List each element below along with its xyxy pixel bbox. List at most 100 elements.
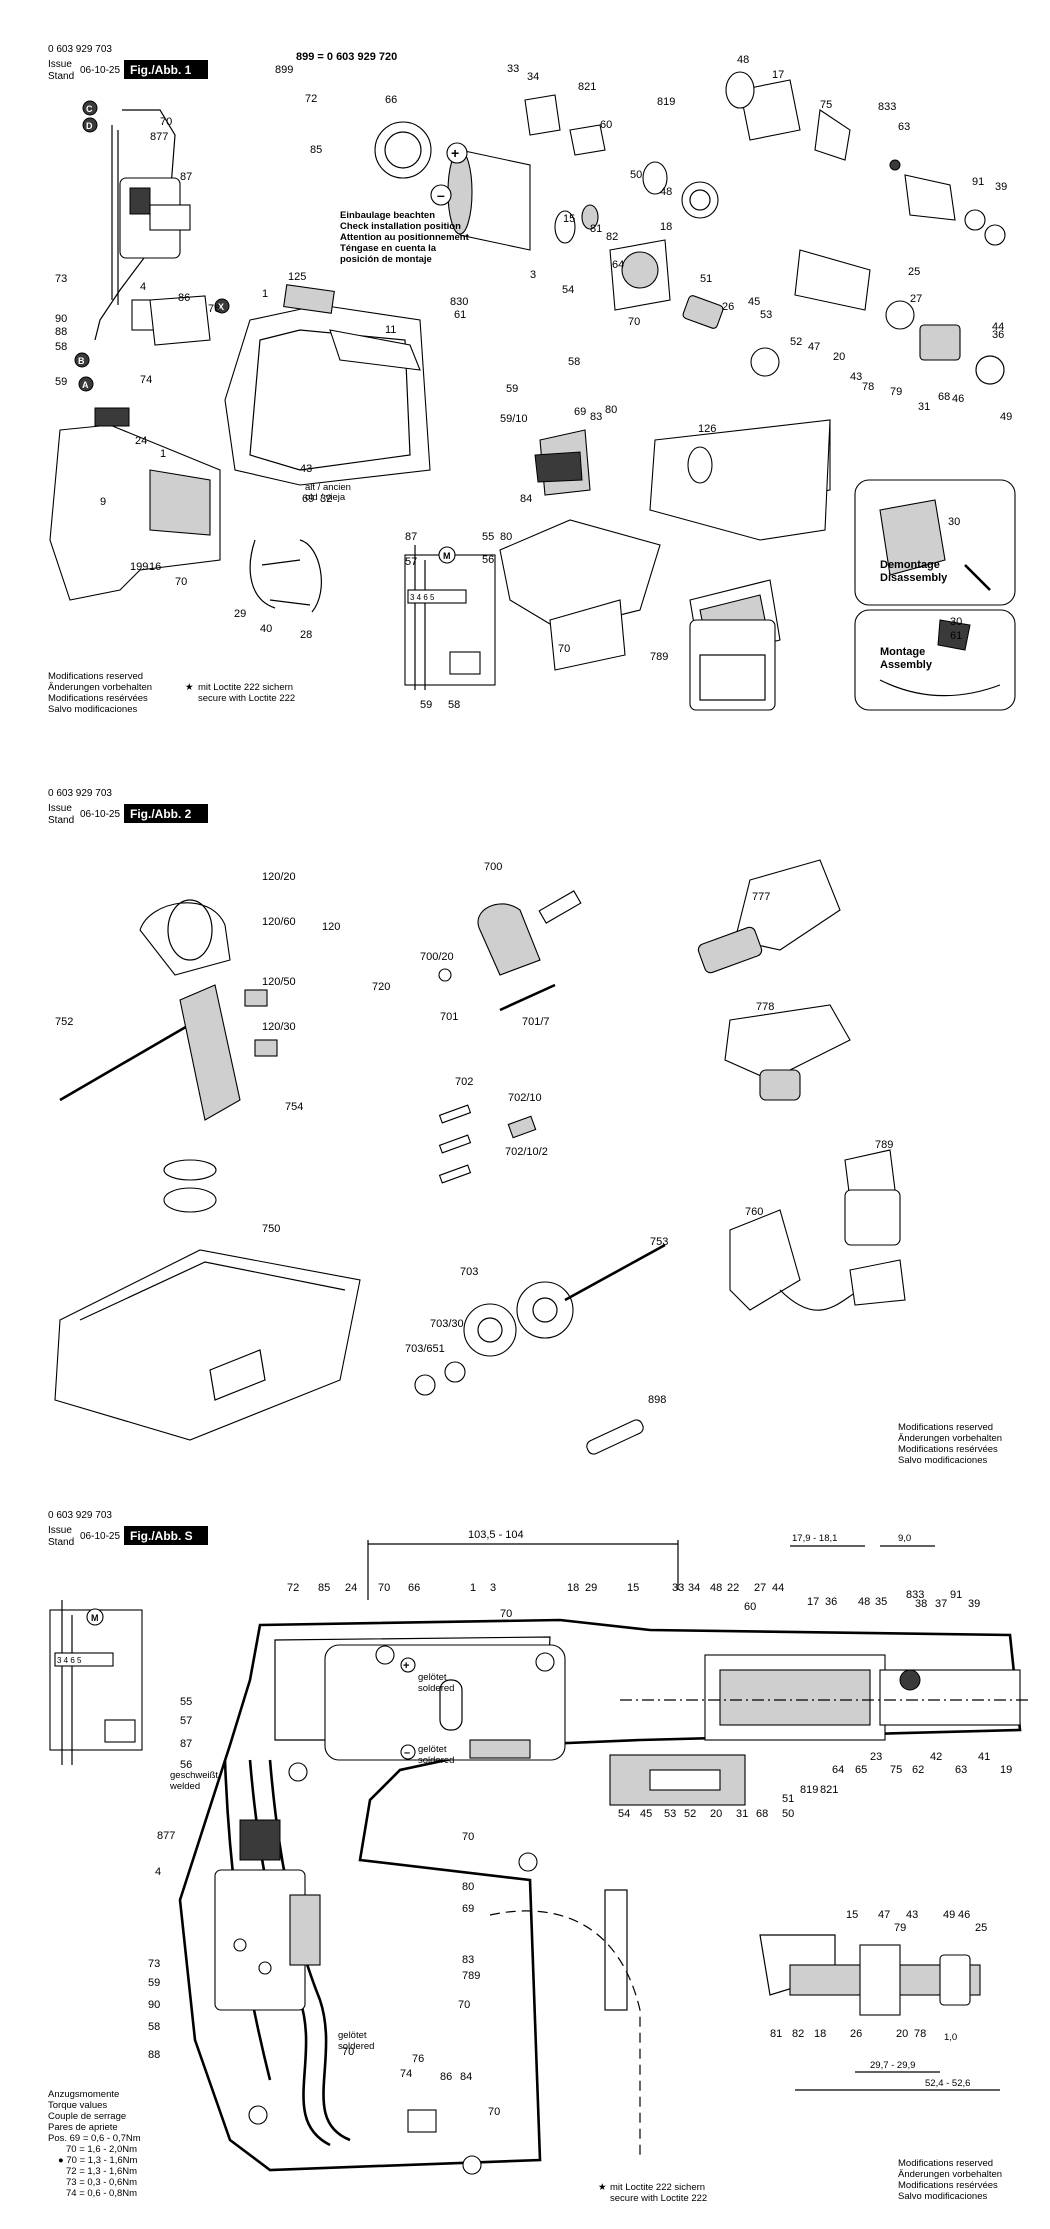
part-label: 58 <box>55 341 67 353</box>
part-label: 91 <box>950 1589 962 1601</box>
part-label: 66 <box>408 1582 420 1594</box>
dim-b: 9,0 <box>898 1533 911 1544</box>
figS-wiring-diagram: M 3 4 6 5 <box>49 1600 143 1765</box>
torque-title-de: Anzugsmomente <box>48 2089 119 2100</box>
part-label: 70 <box>378 1582 390 1594</box>
part-label: 58 <box>568 356 580 368</box>
figS-illustration: 103,5 - 104 17,9 - 18,1 9,0 gelötet sold… <box>48 1529 1030 2204</box>
carry-case <box>54 1249 361 1441</box>
clamp-ring <box>167 899 213 961</box>
motor-housing <box>324 1644 566 1761</box>
part-label: 20 <box>833 351 845 363</box>
battery-789 <box>844 1189 901 1246</box>
bit-holder <box>507 1115 537 1139</box>
install-note-en: Check installation position <box>340 221 461 232</box>
attachment-777 <box>734 859 841 951</box>
attachment-778 <box>724 1004 851 1081</box>
part-label: 32 <box>320 493 332 505</box>
screw-70d <box>518 1852 538 1872</box>
part-label: 69 <box>302 493 314 505</box>
assembly-contour <box>879 679 1001 697</box>
issue-label: Issue <box>48 59 72 70</box>
minus-terminal-icon <box>430 184 452 206</box>
dim-c: 1,0 <box>944 2032 957 2043</box>
mods-fr: Modifications resérvées <box>898 2180 998 2191</box>
part-label: 18 <box>814 2028 826 2040</box>
install-note-es: Téngase en cuenta la <box>340 243 437 254</box>
torque-72: 72 = 1,3 - 1,6Nm <box>66 2166 137 2177</box>
marker-a: A <box>82 380 89 390</box>
terminal-numbers: 3 4 6 5 <box>57 1656 82 1665</box>
montage-label: Montage <box>880 646 925 658</box>
part-label: 26 <box>722 301 734 313</box>
torque-title-en: Torque values <box>48 2100 107 2111</box>
part-label: 49 <box>1000 411 1012 423</box>
needle-bearing <box>681 181 719 219</box>
part-label: 68 <box>938 391 950 403</box>
part-label: 41 <box>978 1751 990 1763</box>
part-label: 120/50 <box>262 976 296 988</box>
part-label: 72 <box>287 1582 299 1594</box>
housing-outline <box>178 1618 1022 2172</box>
part-label: 28 <box>300 629 312 641</box>
cover-80 <box>649 419 831 541</box>
part-label: 59 <box>506 383 518 395</box>
part-label: 778 <box>756 1001 774 1013</box>
part-label: 34 <box>527 71 539 83</box>
ring-91 <box>964 209 986 231</box>
motor-symbol: M <box>91 1613 99 1623</box>
part-label: 70 <box>160 116 172 128</box>
disassembly-label: Disassembly <box>880 572 948 584</box>
cable-wires <box>111 125 119 305</box>
plus-mark-icon <box>233 1938 247 1952</box>
part-label: 120/20 <box>262 871 296 883</box>
part-label: 70 <box>175 576 187 588</box>
torque-69: Pos. 69 = 0,6 - 0,7Nm <box>48 2133 141 2144</box>
part-label: 87 <box>180 1738 192 1750</box>
part-label: 17 <box>807 1596 819 1608</box>
part-label: 126 <box>698 423 716 435</box>
part-label: 90 <box>148 1999 160 2011</box>
dim-d: 29,7 - 29,9 <box>870 2060 915 2071</box>
part-label: 703/30 <box>430 1318 464 1330</box>
part-label: 24 <box>135 435 147 447</box>
torque-title-es: Pares de apriete <box>48 2122 118 2133</box>
part-label: 3 <box>490 1582 496 1594</box>
part-label: 70 <box>462 1831 474 1843</box>
part-label: 52 <box>790 336 802 348</box>
loctite-star: ★ <box>185 682 194 693</box>
part-label: 91 <box>972 176 984 188</box>
stand-label: Stand <box>48 1537 74 1548</box>
fig-tag <box>124 1526 208 1545</box>
part-label: 90 <box>55 313 67 325</box>
fig-label: Fig./Abb. 2 <box>130 807 192 821</box>
fig1-illustration: 899 = 0 603 929 720 C D B A X <box>48 51 1016 715</box>
plus-terminal-icon <box>400 1657 416 1673</box>
mods-es: Salvo modificaciones <box>898 1455 987 1466</box>
hidden-cable <box>489 1910 641 2160</box>
washer <box>581 204 599 230</box>
install-note: Einbaulage beachten Check installation p… <box>340 210 470 265</box>
part-label: 1 <box>262 288 268 300</box>
loctite-en: secure with Loctite 222 <box>198 693 295 704</box>
ring-48 <box>642 161 668 195</box>
tool-holder-sleeve <box>739 79 801 141</box>
screw-70b <box>535 1652 555 1672</box>
soldered-2-de: gelötet <box>418 1744 447 1755</box>
latch-slot <box>604 1889 628 2011</box>
part-label: 87 <box>180 171 192 183</box>
part-label: 55 <box>180 1696 192 1708</box>
part-label: 752 <box>55 1016 73 1028</box>
part-label: 1 <box>160 448 166 460</box>
spring-stack <box>682 295 724 329</box>
dim-e: 52,4 - 52,6 <box>925 2078 970 2089</box>
marker-d: D <box>86 121 93 131</box>
issue-label: Issue <box>48 803 72 814</box>
mods-en: Modifications reserved <box>48 671 143 682</box>
part-label: 43 <box>906 1909 918 1921</box>
gear-703-hub <box>532 1297 558 1323</box>
part-label: 39 <box>968 1598 980 1610</box>
part-label: 86 <box>440 2071 452 2083</box>
